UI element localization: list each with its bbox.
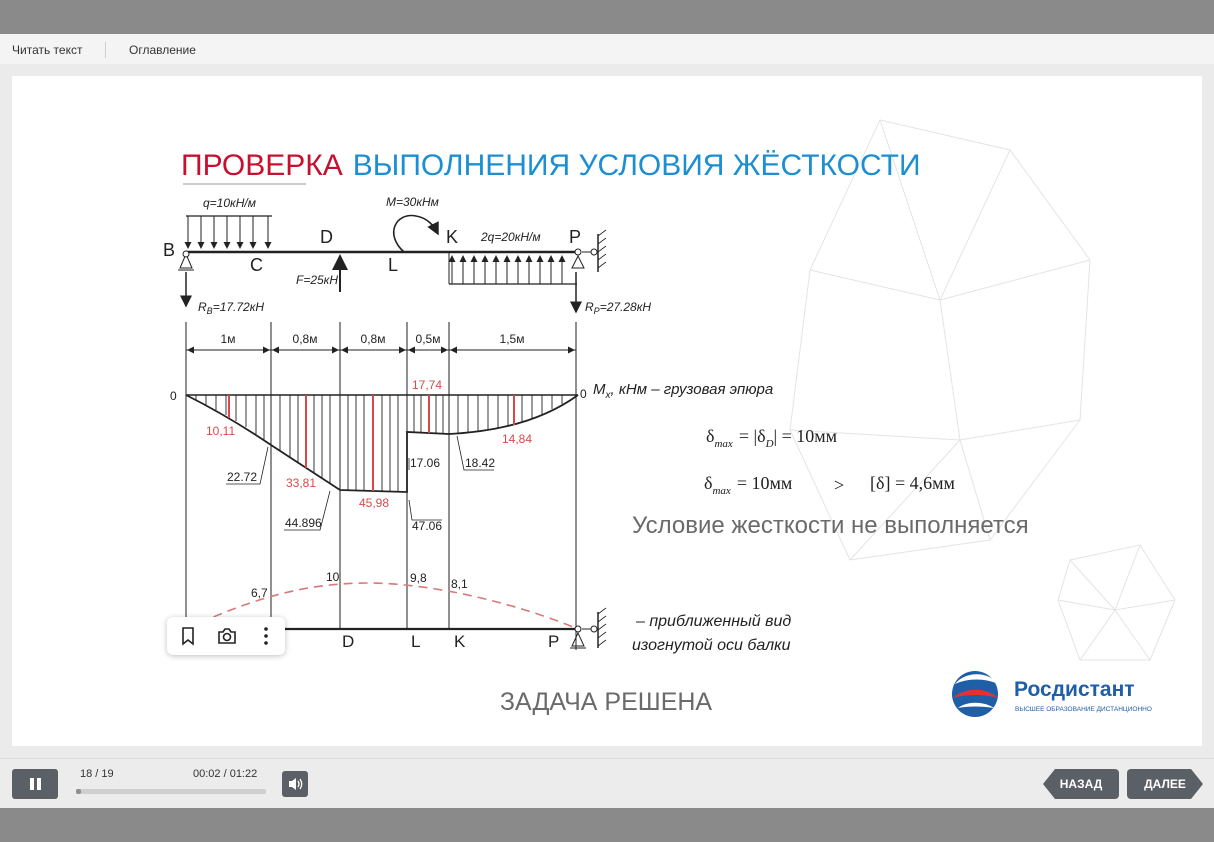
dim-5: 1,5м	[500, 332, 525, 346]
formula-1: δmax= |δD| = 10мм	[706, 426, 837, 450]
more-vertical-icon[interactable]	[254, 624, 278, 648]
deflection-8-1: 8,1	[451, 577, 468, 591]
bookmark-icon[interactable]	[176, 624, 200, 648]
slide-title: ПРОВЕРКА ВЫПОЛНЕНИЯ УСЛОВИЯ ЖЁСТКОСТИ	[181, 149, 921, 182]
point-l-label: L	[388, 255, 398, 275]
rosdistant-logo-mark	[952, 671, 998, 717]
player-stage: ПРОВЕРКА ВЫПОЛНЕНИЯ УСЛОВИЯ ЖЁСТКОСТИ	[0, 64, 1214, 758]
title-blue-part: ВЫПОЛНЕНИЯ УСЛОВИЯ ЖЁСТКОСТИ	[353, 149, 921, 182]
camera-icon[interactable]	[215, 624, 239, 648]
menu-divider	[105, 42, 106, 58]
top-band	[0, 0, 1214, 34]
formula-2: δmax= 10мм > [δ] = 4,6мм	[704, 473, 955, 497]
moment-44-896: 44.896	[285, 516, 322, 530]
deflection-labels: 6,7 10 9,8 8,1 D L K P – приближенный ви…	[251, 570, 791, 654]
time-display: 00:02 / 01:22	[193, 768, 258, 780]
dimension-line	[185, 322, 577, 650]
player-controls: 18 / 19 00:02 / 01:22 НАЗАД ДАЛЕЕ	[0, 758, 1214, 809]
dimension-labels: 1м 0,8м 0,8м 0,5м 1,5м	[221, 332, 525, 346]
moment-47-06: 47.06	[412, 519, 442, 533]
svg-text:>: >	[834, 475, 844, 495]
back-button[interactable]: НАЗАД	[1043, 769, 1119, 799]
moment-14-84: 14,84	[502, 432, 532, 446]
moment-zero-left: 0	[170, 389, 177, 403]
volume-icon	[289, 778, 303, 790]
decorative-geodesic	[789, 119, 1176, 661]
progress-fill	[76, 789, 81, 794]
deflection-6-7: 6,7	[251, 586, 268, 600]
progress-bar[interactable]	[76, 789, 266, 794]
reaction-p-label: RP=27.28кН	[585, 300, 651, 316]
beam-labels: B C D L K P	[163, 227, 581, 275]
point-d-label: D	[320, 227, 333, 247]
moment-diagram	[185, 394, 579, 531]
load-q-label: q=10кН/м	[203, 196, 256, 210]
next-button[interactable]: ДАЛЕЕ	[1127, 769, 1203, 799]
point-p-label: P	[569, 227, 581, 247]
dim-1: 1м	[221, 332, 236, 346]
moment-18-42: 18.42	[465, 456, 495, 470]
slide-counter: 18 / 19	[80, 768, 114, 780]
point-b-label: B	[163, 240, 175, 260]
moment-22-72: 22.72	[227, 470, 257, 484]
menu-bar: Читать текст Оглавление	[0, 34, 1214, 65]
moment-diagram-label: Mx, кНм – грузовая эпюра	[593, 381, 773, 401]
svg-text:δmax= |δD| = 10мм: δmax= |δD| = 10мм	[706, 426, 837, 450]
slide-canvas: ПРОВЕРКА ВЫПОЛНЕНИЯ УСЛОВИЯ ЖЁСТКОСТИ	[163, 119, 1176, 717]
load-labels: q=10кН/м M=30кНм 2q=20кН/м F=25кН RB=17.…	[198, 195, 651, 316]
moment-17-06: 17.06	[410, 456, 440, 470]
slide: ПРОВЕРКА ВЫПОЛНЕНИЯ УСЛОВИЯ ЖЁСТКОСТИ	[12, 76, 1202, 746]
moment-values: 0 0 10,11 22.72 33,81 44.896 45,98 47.06…	[170, 378, 773, 533]
svg-text:δmax= 10мм: δmax= 10мм	[704, 473, 792, 497]
bottom-band	[0, 808, 1214, 842]
point-k-label: K	[446, 227, 458, 247]
pause-icon	[30, 778, 34, 790]
deflection-caption-2: изогнутой оси балки	[632, 637, 791, 654]
moment-17-74: 17,74	[412, 378, 442, 392]
moment-45-98: 45,98	[359, 496, 389, 510]
deflection-point-l: L	[411, 632, 420, 651]
beam-scheme	[178, 214, 607, 314]
force-f-label: F=25кН	[296, 273, 338, 287]
deflection-point-p: P	[548, 632, 559, 651]
logo-tagline: ВЫСШЕЕ ОБРАЗОВАНИЕ ДИСТАНЦИОННО	[1015, 706, 1152, 713]
moment-zero-right: 0	[580, 387, 587, 401]
volume-button[interactable]	[282, 771, 308, 797]
svg-text:[δ] = 4,6мм: [δ] = 4,6мм	[870, 473, 955, 493]
reaction-b-label: RB=17.72кН	[198, 300, 264, 316]
rosdistant-logo: Росдистант ВЫСШЕЕ ОБРАЗОВАНИЕ ДИСТАНЦИОН…	[952, 671, 1152, 717]
deflection-point-d: D	[342, 632, 354, 651]
dim-3: 0,8м	[361, 332, 386, 346]
read-text-link[interactable]: Читать текст	[12, 43, 83, 57]
moment-33-81: 33,81	[286, 476, 316, 490]
title-red-part: ПРОВЕРКА	[181, 149, 343, 182]
condition-text: Условие жесткости не выполняется	[632, 512, 1029, 539]
task-solved-text: ЗАДАЧА РЕШЕНА	[500, 688, 713, 716]
moment-load-label: M=30кНм	[386, 195, 439, 209]
load-2q-label: 2q=20кН/м	[480, 230, 541, 244]
pause-button[interactable]	[12, 769, 58, 799]
deflection-9-8: 9,8	[410, 571, 427, 585]
contents-link[interactable]: Оглавление	[129, 43, 196, 57]
moment-10-11: 10,11	[206, 424, 235, 438]
logo-name: Росдистант	[1014, 678, 1135, 701]
deflection-point-k: K	[454, 632, 466, 651]
dim-4: 0,5м	[416, 332, 441, 346]
deflection-caption-1: – приближенный вид	[635, 613, 791, 630]
floating-toolbar	[167, 617, 285, 655]
dim-2: 0,8м	[293, 332, 318, 346]
point-c-label: C	[250, 255, 263, 275]
deflection-10: 10	[326, 570, 340, 584]
